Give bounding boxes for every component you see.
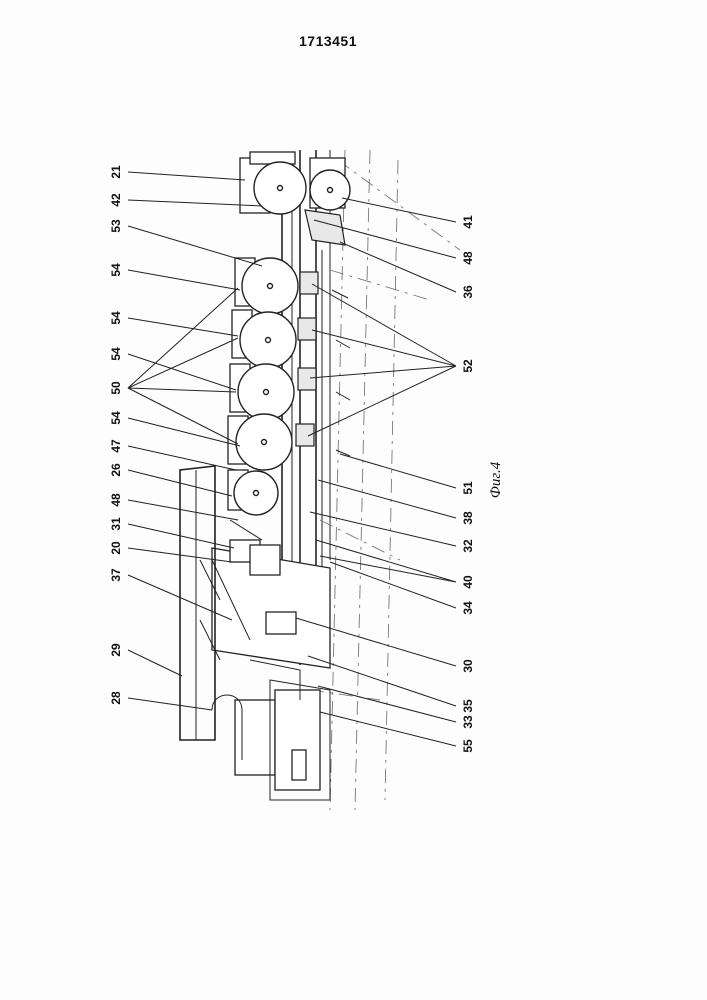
cutting-unit xyxy=(212,520,330,668)
figure-caption: Фиг.4 xyxy=(488,461,504,498)
labels-right: 41 48 36 52 51 38 32 40 34 30 35 33 55 xyxy=(461,215,475,753)
label-28: 28 xyxy=(109,691,123,705)
label-31: 31 xyxy=(109,517,123,531)
tail-section xyxy=(212,660,330,800)
label-48-left: 48 xyxy=(109,493,123,507)
label-33: 33 xyxy=(461,715,475,729)
label-38: 38 xyxy=(461,511,475,525)
label-30: 30 xyxy=(461,659,475,673)
label-42: 42 xyxy=(109,193,123,207)
label-40: 40 xyxy=(461,575,475,589)
label-53: 53 xyxy=(109,219,123,233)
label-36: 36 xyxy=(461,285,475,299)
label-37: 37 xyxy=(109,568,123,582)
label-54-c: 54 xyxy=(109,347,123,361)
label-52: 52 xyxy=(461,359,475,373)
label-54-b: 54 xyxy=(109,311,123,325)
label-54-a: 54 xyxy=(109,263,123,277)
roll-stands xyxy=(228,258,298,515)
label-34: 34 xyxy=(461,601,475,615)
label-51: 51 xyxy=(461,481,475,495)
label-55: 55 xyxy=(461,739,475,753)
labels-left: 21 42 53 54 54 54 50 54 47 26 48 31 20 3… xyxy=(109,165,123,705)
label-32: 32 xyxy=(461,539,475,553)
label-41: 41 xyxy=(461,215,475,229)
label-48-right: 48 xyxy=(461,251,475,265)
roll-assembly-top xyxy=(240,152,350,245)
label-47: 47 xyxy=(109,439,123,453)
label-21: 21 xyxy=(109,165,123,179)
construction-lines xyxy=(310,150,460,810)
label-54-d: 54 xyxy=(109,411,123,425)
label-50: 50 xyxy=(109,381,123,395)
label-26: 26 xyxy=(109,463,123,477)
label-35: 35 xyxy=(461,699,475,713)
label-29: 29 xyxy=(109,643,123,657)
label-20: 20 xyxy=(109,541,123,555)
